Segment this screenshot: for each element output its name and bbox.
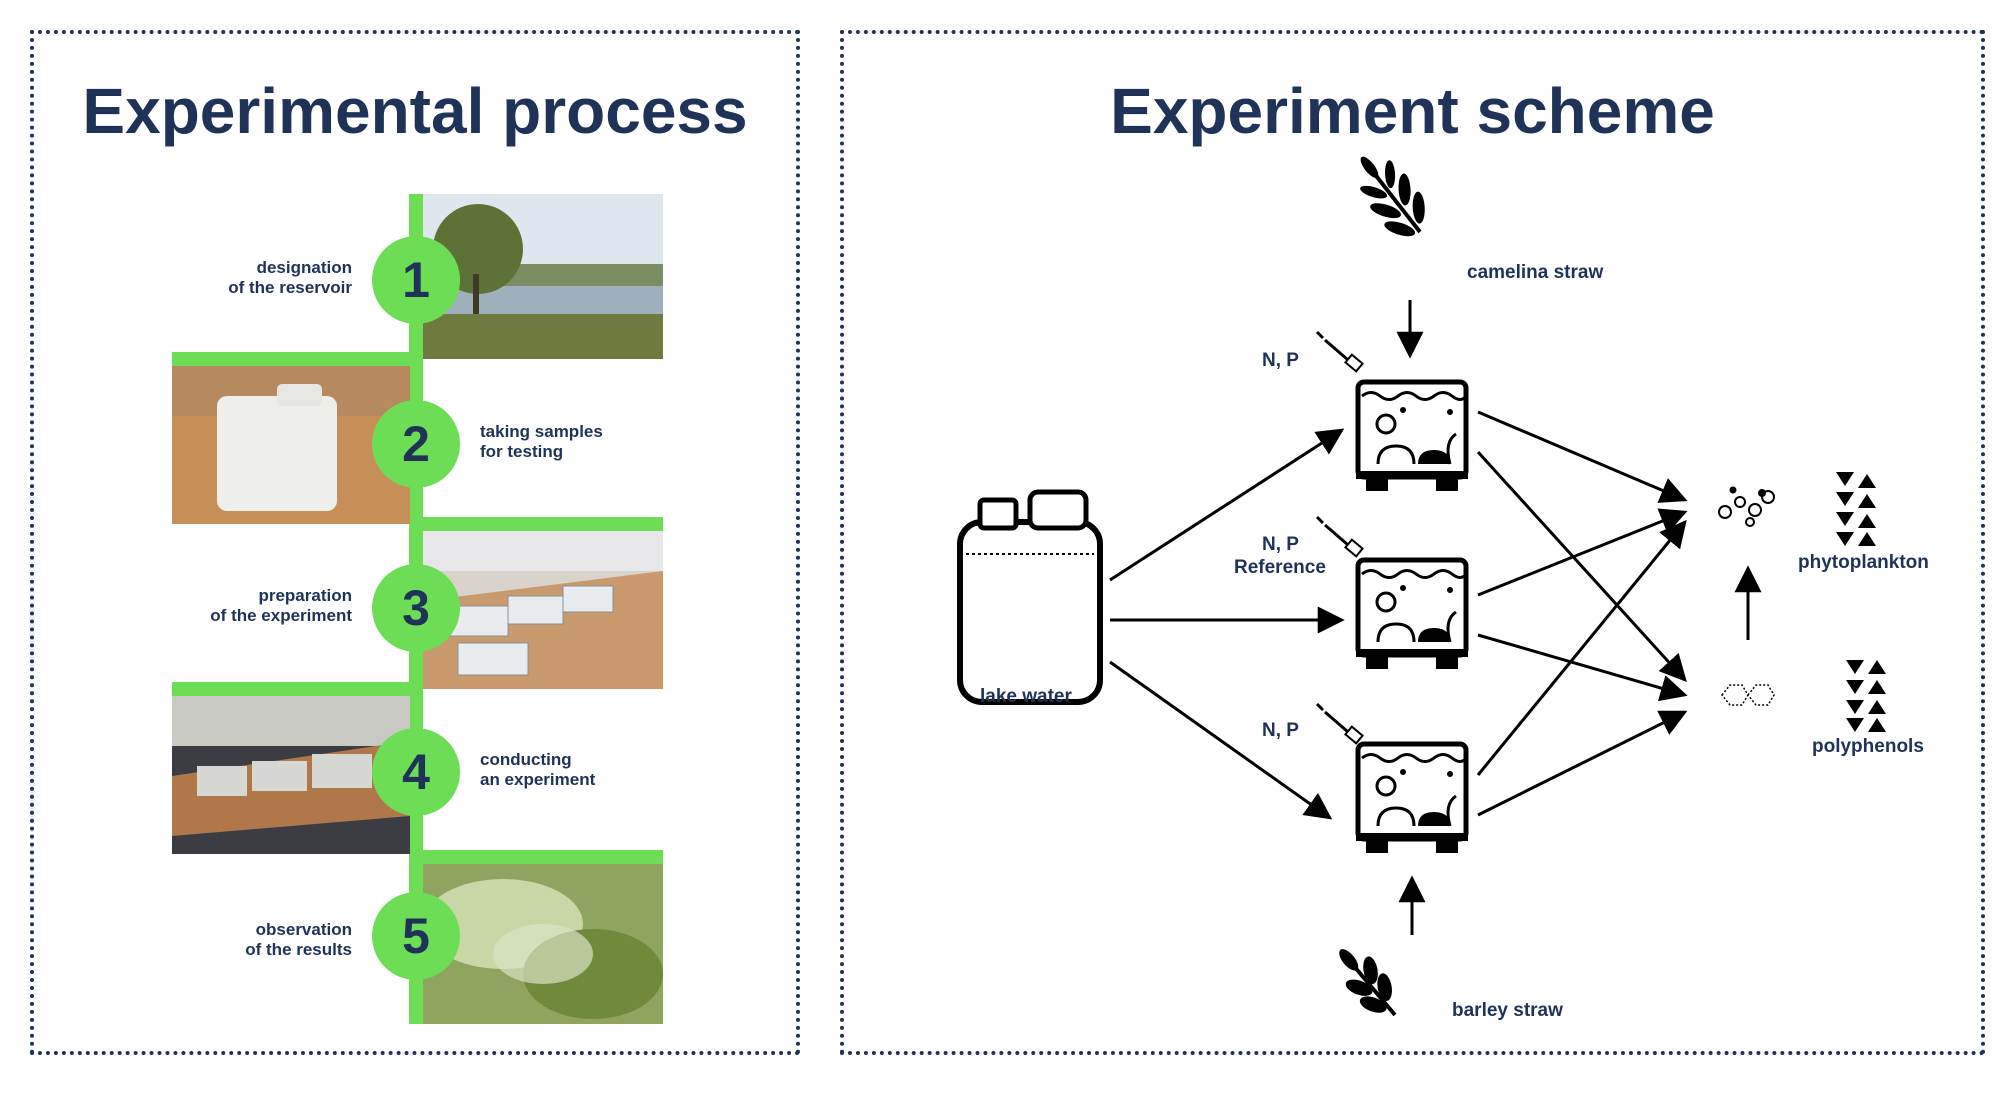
step-4-circle: 4 bbox=[372, 728, 460, 816]
barley-straw-label: barley straw bbox=[1452, 1000, 1563, 1021]
dropper-middle-icon bbox=[1315, 515, 1365, 558]
phytoplankton-label: phytoplankton bbox=[1798, 552, 1929, 573]
np-bottom-label: N, P bbox=[1262, 720, 1299, 741]
dropper-bottom-icon bbox=[1315, 702, 1365, 745]
conducting-photo bbox=[172, 696, 410, 854]
barley-leaf-icon bbox=[1339, 949, 1397, 1017]
tank-middle-icon bbox=[1356, 560, 1468, 669]
step-5-label: observation of the results bbox=[245, 920, 352, 959]
experimental-process-title: Experimental process bbox=[82, 75, 748, 147]
polyphenol-triangles-icon bbox=[1846, 660, 1886, 732]
canister-photo bbox=[172, 366, 410, 524]
experimental-process-panel: Experimental process bbox=[30, 30, 800, 1055]
camelina-straw-label: camelina straw bbox=[1467, 262, 1604, 283]
phytoplankton-triangles-icon bbox=[1836, 472, 1876, 546]
timeline-branch-3 bbox=[423, 517, 663, 531]
polyphenols-label: polyphenols bbox=[1812, 736, 1924, 757]
phytoplankton-cells-icon bbox=[1718, 486, 1775, 527]
polyphenol-rings-icon bbox=[1721, 684, 1775, 706]
reservoir-photo bbox=[423, 194, 663, 359]
timeline-branch-2 bbox=[172, 352, 423, 366]
step-1-circle: 1 bbox=[372, 236, 460, 324]
np-top-label: N, P bbox=[1262, 350, 1299, 371]
lake-water-canister-icon bbox=[957, 489, 1103, 705]
step-3-circle: 3 bbox=[372, 564, 460, 652]
step-3-label: preparation of the experiment bbox=[210, 586, 352, 625]
tank-bottom-icon bbox=[1356, 744, 1468, 853]
lake-water-label: lake water bbox=[980, 686, 1072, 707]
step-2-label: taking samples for testing bbox=[480, 422, 603, 461]
camelina-leaf-icon bbox=[1360, 156, 1425, 237]
experiment-scheme-panel: Experiment scheme bbox=[840, 30, 1985, 1055]
experiment-scheme-title: Experiment scheme bbox=[1110, 75, 1715, 147]
step-1-label: designation of the reservoir bbox=[228, 258, 352, 297]
dropper-top-icon bbox=[1315, 330, 1365, 373]
reference-label: Reference bbox=[1234, 557, 1326, 578]
flow-arrows bbox=[1109, 300, 1762, 935]
step-4-label: conducting an experiment bbox=[480, 750, 596, 789]
timeline-branch-5 bbox=[423, 850, 663, 864]
step-2-circle: 2 bbox=[372, 400, 460, 488]
step-5-circle: 5 bbox=[372, 892, 460, 980]
np-middle-label: N, P bbox=[1262, 534, 1299, 555]
tank-top-icon bbox=[1356, 382, 1468, 491]
results-photo bbox=[423, 864, 663, 1024]
timeline-branch-4 bbox=[172, 682, 423, 696]
preparation-photo bbox=[423, 531, 663, 689]
